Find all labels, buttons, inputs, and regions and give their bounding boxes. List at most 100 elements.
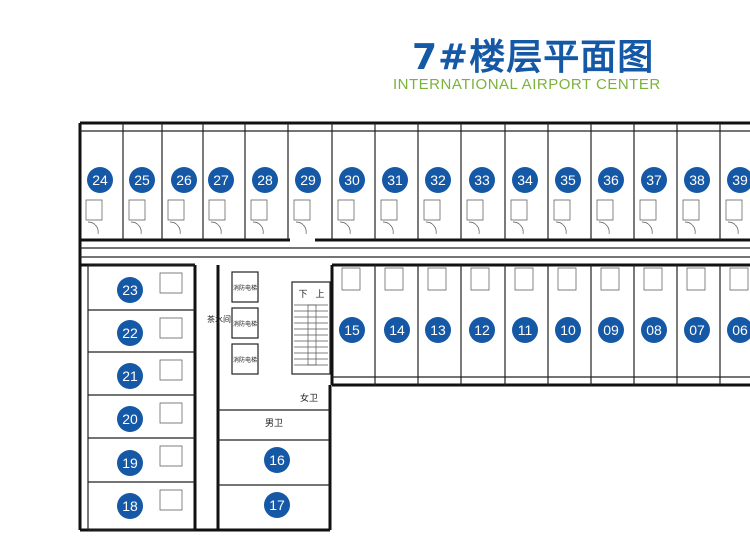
- room-number: 36: [603, 172, 619, 188]
- room-badge-circle: [87, 167, 113, 193]
- room-number: 16: [269, 452, 285, 468]
- bathroom-fixture: [643, 267, 663, 291]
- room-badge-26[interactable]: 26: [171, 167, 197, 193]
- room-badge-circle: [425, 167, 451, 193]
- room-badge-39[interactable]: 39: [727, 167, 750, 193]
- bathroom-fixture: [159, 359, 183, 381]
- bathroom-fixture: [600, 267, 620, 291]
- room-badge-22[interactable]: 22: [117, 320, 143, 346]
- room-badge-18[interactable]: 18: [117, 493, 143, 519]
- room-badge-circle: [469, 317, 495, 343]
- room-badge-circle: [264, 492, 290, 518]
- room-badge-34[interactable]: 34: [512, 167, 538, 193]
- bathroom-fixture: [384, 267, 404, 291]
- bathroom-fixture: [159, 317, 183, 339]
- room-badge-13[interactable]: 13: [425, 317, 451, 343]
- room-badge-circle: [252, 167, 278, 193]
- room-number: 22: [122, 325, 138, 341]
- room-badge-31[interactable]: 31: [382, 167, 408, 193]
- room-badge-circle: [264, 447, 290, 473]
- room-badge-25[interactable]: 25: [129, 167, 155, 193]
- bathroom-fixture: [293, 199, 311, 235]
- womens-toilet-label: 女卫: [300, 392, 318, 404]
- room-badge-33[interactable]: 33: [469, 167, 495, 193]
- page-subtitle: INTERNATIONAL AIRPORT CENTER: [393, 76, 661, 93]
- room-number: 32: [430, 172, 446, 188]
- room-badge-10[interactable]: 10: [555, 317, 581, 343]
- room-badge-circle: [384, 317, 410, 343]
- room-badge-29[interactable]: 29: [295, 167, 321, 193]
- room-number: 09: [603, 322, 619, 338]
- room-number: 17: [269, 497, 285, 513]
- room-badge-15[interactable]: 15: [339, 317, 365, 343]
- room-badge-12[interactable]: 12: [469, 317, 495, 343]
- room-badge-28[interactable]: 28: [252, 167, 278, 193]
- fire-elevator-1: [231, 271, 259, 303]
- bathroom-fixture: [682, 199, 700, 235]
- room-badge-14[interactable]: 14: [384, 317, 410, 343]
- bathroom-fixture: [729, 267, 749, 291]
- room-badge-24[interactable]: 24: [87, 167, 113, 193]
- room-badge-30[interactable]: 30: [339, 167, 365, 193]
- fire-elevator-label: 消防电梯: [233, 284, 257, 292]
- page-title: 7#楼层平面图: [412, 37, 655, 78]
- room-badge-16[interactable]: 16: [264, 447, 290, 473]
- room-badge-circle: [117, 493, 143, 519]
- room-number: 33: [474, 172, 490, 188]
- room-badge-circle: [171, 167, 197, 193]
- bathroom-fixture: [337, 199, 355, 235]
- room-badge-32[interactable]: 32: [425, 167, 451, 193]
- room-badge-11[interactable]: 11: [512, 317, 538, 343]
- room-number: 14: [389, 322, 405, 338]
- bathroom-fixture: [159, 402, 183, 424]
- room-number: 26: [176, 172, 192, 188]
- room-number: 18: [122, 498, 138, 514]
- room-badge-37[interactable]: 37: [641, 167, 667, 193]
- bathroom-fixture: [380, 199, 398, 235]
- room-badge-27[interactable]: 27: [208, 167, 234, 193]
- room-badge-19[interactable]: 19: [117, 450, 143, 476]
- room-badge-09[interactable]: 09: [598, 317, 624, 343]
- room-badge-38[interactable]: 38: [684, 167, 710, 193]
- fire-elevator-label: 消防电梯: [233, 320, 257, 328]
- bathroom-fixture: [470, 267, 490, 291]
- room-number: 31: [387, 172, 403, 188]
- bathroom-fixture: [553, 199, 571, 235]
- bathroom-fixture: [159, 272, 183, 294]
- room-badge-21[interactable]: 21: [117, 363, 143, 389]
- room-badge-circle: [339, 317, 365, 343]
- bathroom-fixture: [159, 445, 183, 467]
- room-number: 10: [560, 322, 576, 338]
- room-number: 24: [92, 172, 108, 188]
- room-number: 21: [122, 368, 138, 384]
- room-badge-circle: [684, 167, 710, 193]
- room-badge-20[interactable]: 20: [117, 406, 143, 432]
- room-number: 06: [732, 322, 748, 338]
- room-badge-06[interactable]: 06: [727, 317, 750, 343]
- room-number: 38: [689, 172, 705, 188]
- room-number: 08: [646, 322, 662, 338]
- room-badge-17[interactable]: 17: [264, 492, 290, 518]
- room-badge-circle: [382, 167, 408, 193]
- bathroom-fixture: [596, 199, 614, 235]
- bathroom-fixture: [514, 267, 534, 291]
- room-badge-circle: [598, 167, 624, 193]
- room-badge-36[interactable]: 36: [598, 167, 624, 193]
- bathroom-fixture: [686, 267, 706, 291]
- room-badge-23[interactable]: 23: [117, 277, 143, 303]
- room-number: 29: [300, 172, 316, 188]
- bathroom-fixture: [250, 199, 268, 235]
- room-badge-08[interactable]: 08: [641, 317, 667, 343]
- bathroom-fixture: [725, 199, 743, 235]
- room-badge-circle: [117, 277, 143, 303]
- room-badge-35[interactable]: 35: [555, 167, 581, 193]
- room-badge-circle: [512, 167, 538, 193]
- room-badge-circle: [469, 167, 495, 193]
- bathroom-fixture: [341, 267, 361, 291]
- room-badge-07[interactable]: 07: [684, 317, 710, 343]
- bathroom-fixture: [167, 199, 185, 235]
- tea-room-label: 茶水间: [207, 314, 231, 324]
- room-badge-circle: [208, 167, 234, 193]
- room-badge-circle: [425, 317, 451, 343]
